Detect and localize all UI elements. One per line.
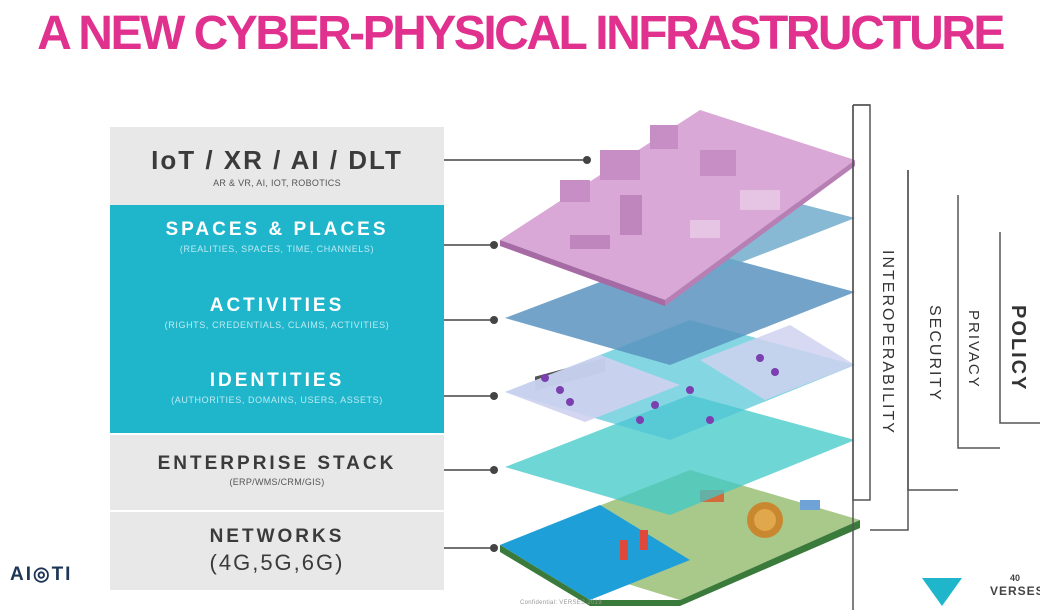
layer-enterprise-subtitle: (ERP/WMS/CRM/GIS) (229, 477, 325, 487)
identity-figures (541, 354, 779, 424)
activities-layer-graphic (505, 248, 855, 365)
page-title: A NEW CYBER-PHYSICAL INFRASTRUCTURE (37, 7, 1005, 60)
layer-spaces: SPACES & PLACES (REALITIES, SPACES, TIME… (110, 219, 444, 254)
connector-dots (490, 156, 591, 552)
label-privacy: PRIVACY (965, 310, 982, 389)
layer-networks: NETWORKS (4G,5G,6G) (110, 510, 444, 590)
label-policy: POLICY (1007, 305, 1029, 392)
verses-logo-icon (922, 578, 962, 606)
networks-layer-graphic (500, 357, 860, 606)
layer-enterprise-title: ENTERPRISE STACK (157, 453, 397, 474)
teal-band: SPACES & PLACES (REALITIES, SPACES, TIME… (110, 205, 444, 433)
verses-wordmark: VERSES (990, 584, 1040, 598)
layer-enterprise: ENTERPRISE STACK (ERP/WMS/CRM/GIS) (110, 433, 444, 510)
iot-city-graphic (500, 110, 855, 306)
layer-identities: IDENTITIES (AUTHORITIES, DOMAINS, USERS,… (110, 370, 444, 405)
confidential-footnote: Confidential: VERSES 2019 (520, 600, 602, 606)
layer-spaces-title: SPACES & PLACES (165, 219, 389, 240)
layer-activities-subtitle: (RIGHTS, CREDENTIALS, CLAIMS, ACTIVITIES… (164, 320, 390, 330)
layer-networks-subtitle: (4G,5G,6G) (209, 550, 345, 575)
label-security: SECURITY (926, 305, 943, 402)
slide-number: 40 (1010, 573, 1021, 583)
layer-iot: IoT / XR / AI / DLT AR & VR, AI, IOT, RO… (110, 125, 444, 205)
layer-iot-title: IoT / XR / AI / DLT (151, 145, 403, 175)
governance-brackets (852, 104, 1040, 610)
enterprise-layer-graphic (505, 395, 855, 515)
layer-networks-title: NETWORKS (209, 526, 345, 547)
connector-lines (444, 159, 585, 549)
label-interoperability: INTEROPERABILITY (879, 250, 896, 435)
layer-activities-title: ACTIVITIES (209, 295, 345, 316)
layer-activities: ACTIVITIES (RIGHTS, CREDENTIALS, CLAIMS,… (110, 295, 444, 330)
layer-iot-subtitle: AR & VR, AI, IOT, ROBOTICS (213, 178, 341, 188)
layer-identities-subtitle: (AUTHORITIES, DOMAINS, USERS, ASSETS) (171, 395, 383, 405)
aioti-logo: AI◎TI (10, 564, 73, 585)
layer-spaces-subtitle: (REALITIES, SPACES, TIME, CHANNELS) (179, 244, 375, 254)
layer-identities-title: IDENTITIES (209, 370, 345, 391)
